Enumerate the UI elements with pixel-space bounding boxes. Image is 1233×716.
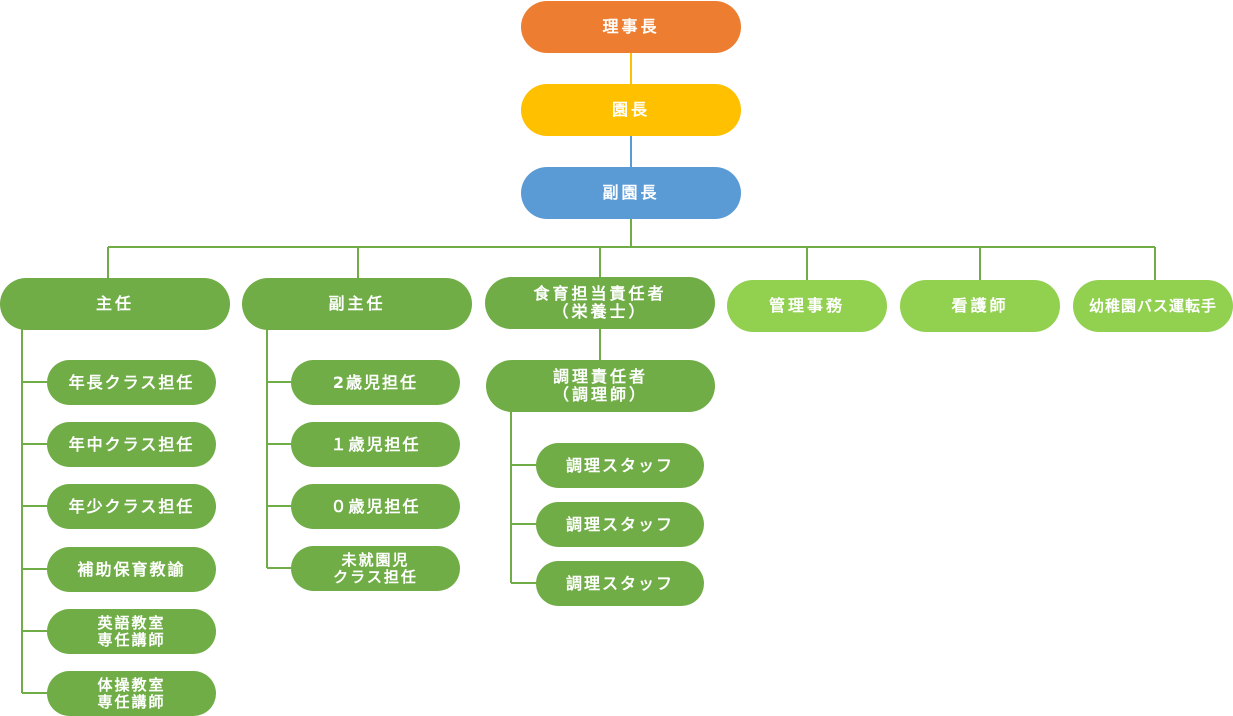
node-cook-chief: 調理責任者 （調理師）: [486, 360, 715, 412]
node-head-teacher-label: 主任: [95, 294, 134, 313]
node-director: 園長: [521, 84, 741, 136]
node-child-label: 調理スタッフ: [565, 514, 674, 534]
node-food-education: 食育担当責任者 （栄養士）: [485, 277, 715, 329]
node-child-label: 調理スタッフ: [565, 573, 674, 593]
node-admin: 管理事務: [727, 280, 887, 332]
node-child-label: 年少クラス担任: [68, 496, 195, 516]
node-assistant-head-label: 副主任: [328, 294, 386, 313]
node-admin-label: 管理事務: [768, 296, 845, 315]
node-class-teacher-middle: 年中クラス担任: [47, 422, 216, 467]
node-child-label: 体操教室 専任講師: [97, 675, 166, 711]
node-cook-staff: 調理スタッフ: [536, 561, 704, 606]
node-age2-teacher: 2歳児担任: [291, 360, 460, 405]
node-chairman-label: 理事長: [602, 17, 660, 36]
node-english-instructor: 英語教室 専任講師: [47, 609, 216, 654]
node-vice-director: 副園長: [521, 167, 741, 219]
node-gym-instructor: 体操教室 専任講師: [47, 671, 216, 716]
node-nurse: 看護師: [900, 280, 1060, 332]
node-cook-staff: 調理スタッフ: [536, 502, 704, 547]
node-child-label: 未就園児 クラス担任: [333, 550, 418, 586]
node-vice-director-label: 副園長: [602, 183, 660, 202]
node-child-label: １歳児担任: [330, 434, 421, 454]
node-bus-driver-label: 幼稚園バス運転手: [1088, 297, 1217, 315]
node-child-label: ０歳児担任: [330, 496, 421, 516]
node-chairman: 理事長: [521, 1, 741, 53]
node-child-label: 年長クラス担任: [68, 372, 195, 392]
node-assistant-head: 副主任: [242, 278, 472, 330]
node-class-teacher-junior: 年少クラス担任: [47, 484, 216, 529]
node-head-teacher: 主任: [0, 278, 230, 330]
node-child-label: 調理スタッフ: [565, 455, 674, 475]
node-assistant-teacher: 補助保育教諭: [47, 547, 216, 592]
node-age1-teacher: １歳児担任: [291, 422, 460, 467]
node-child-label: 2歳児担任: [332, 372, 419, 392]
node-child-label: 英語教室 専任講師: [97, 613, 166, 649]
node-nurse-label: 看護師: [951, 296, 1009, 315]
node-director-label: 園長: [611, 100, 650, 119]
node-child-label: 年中クラス担任: [68, 434, 195, 454]
node-cook-staff: 調理スタッフ: [536, 443, 704, 488]
node-age0-teacher: ０歳児担任: [291, 484, 460, 529]
node-child-label: 補助保育教諭: [77, 559, 186, 579]
node-food-education-label: 食育担当責任者 （栄養士）: [533, 284, 667, 321]
node-class-teacher-senior: 年長クラス担任: [47, 360, 216, 405]
node-cook-chief-label: 調理責任者 （調理師）: [552, 367, 648, 404]
node-preschool-teacher: 未就園児 クラス担任: [291, 546, 460, 591]
node-bus-driver: 幼稚園バス運転手: [1073, 280, 1233, 332]
